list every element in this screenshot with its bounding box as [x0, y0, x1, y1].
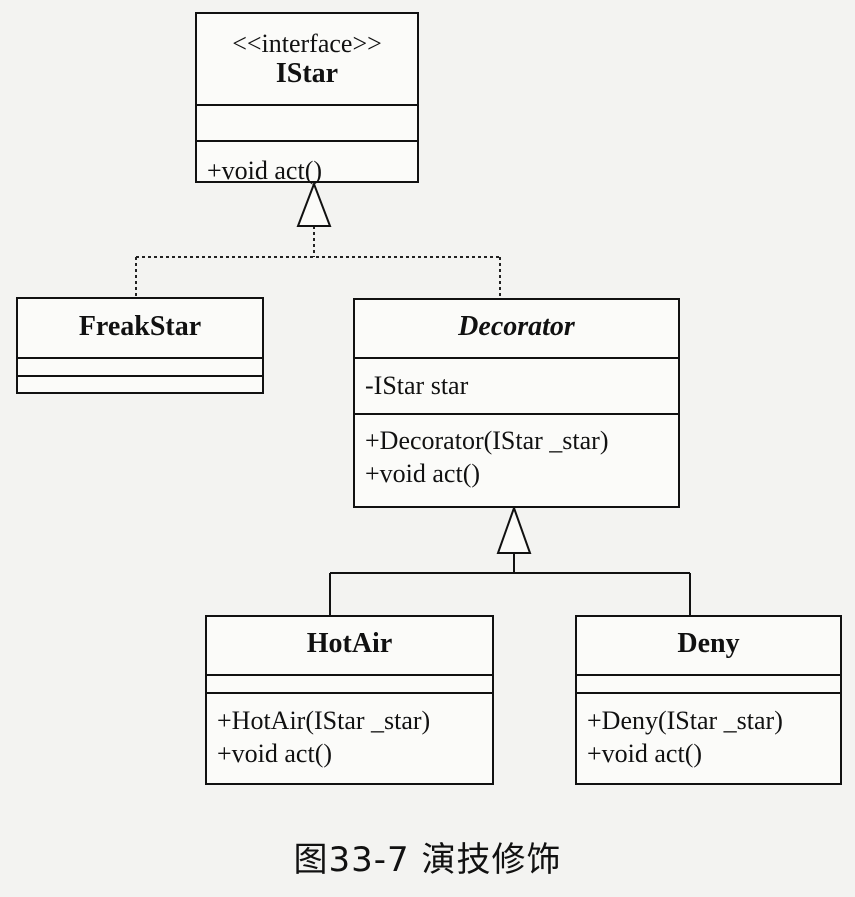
class-decorator-methods: +Decorator(IStar _star) +void act() — [355, 413, 678, 490]
class-freakstar-attributes — [18, 357, 262, 375]
class-istar-attributes — [197, 104, 417, 140]
realization-arrowhead — [296, 181, 332, 227]
class-decorator-method: +Decorator(IStar _star) — [365, 426, 609, 455]
class-hotair-name: HotAir — [306, 628, 393, 659]
class-istar: <<interface>> IStar +void act() — [195, 12, 419, 185]
class-istar-method: +void act() — [207, 156, 323, 185]
class-istar-methods: +void act() — [197, 140, 417, 187]
class-istar-stereotype: <<interface>> — [232, 29, 382, 58]
generalization-connector — [329, 553, 691, 615]
class-deny-method: +void act() — [587, 739, 703, 768]
class-deny-methods: +Deny(IStar _star) +void act() — [577, 692, 840, 770]
class-hotair-methods: +HotAir(IStar _star) +void act() — [207, 692, 492, 770]
class-decorator-name: Decorator — [458, 311, 575, 342]
generalization-arrowhead — [496, 505, 532, 554]
class-hotair-method: +HotAir(IStar _star) — [217, 706, 431, 735]
class-hotair-method: +void act() — [217, 739, 333, 768]
class-decorator-method: +void act() — [365, 459, 481, 488]
class-freakstar: FreakStar — [16, 297, 264, 394]
class-decorator-attribute: -IStar star — [365, 371, 469, 400]
class-deny-attributes — [577, 674, 840, 692]
class-hotair-attributes — [207, 674, 492, 692]
class-decorator-attributes: -IStar star — [355, 357, 678, 413]
class-decorator: Decorator -IStar star +Decorator(IStar _… — [353, 298, 680, 508]
class-istar-name: IStar — [275, 58, 339, 89]
class-deny: Deny +Deny(IStar _star) +void act() — [575, 615, 842, 785]
class-freakstar-name: FreakStar — [78, 311, 202, 342]
class-hotair: HotAir +HotAir(IStar _star) +void act() — [205, 615, 494, 785]
class-deny-method: +Deny(IStar _star) — [587, 706, 783, 735]
realization-connector — [135, 226, 501, 298]
class-deny-name: Deny — [677, 628, 740, 659]
figure-caption: 图33-7 演技修饰 — [293, 840, 562, 880]
class-freakstar-methods — [18, 375, 262, 392]
